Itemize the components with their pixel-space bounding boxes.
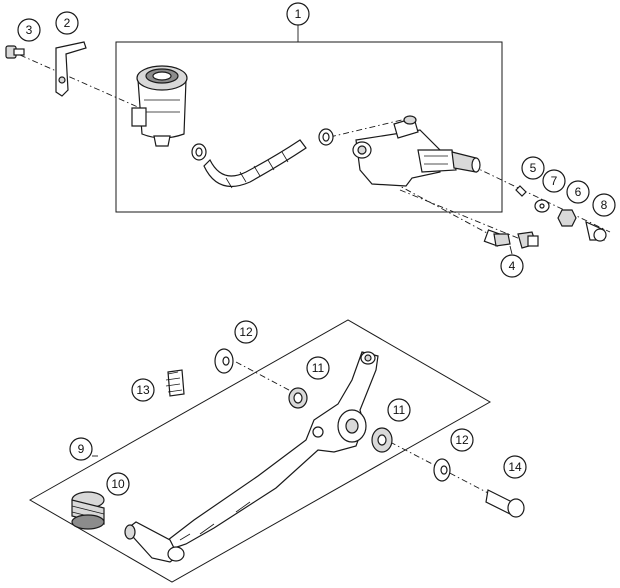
svg-text:1: 1 xyxy=(295,7,302,21)
svg-text:10: 10 xyxy=(111,477,125,491)
part-washer-12-lower xyxy=(433,458,451,482)
svg-text:7: 7 xyxy=(551,174,558,188)
axis-bracket-bolt xyxy=(19,54,141,109)
part-bolt-3 xyxy=(5,45,25,59)
svg-text:3: 3 xyxy=(26,23,33,37)
part-bushing-11-upper xyxy=(288,387,308,409)
part-washer-12-upper xyxy=(214,348,234,374)
axis-pushrod xyxy=(459,159,611,233)
part-bolt-14 xyxy=(485,489,525,518)
part-bolt-4a xyxy=(483,229,511,247)
svg-text:4: 4 xyxy=(509,259,516,273)
svg-text:6: 6 xyxy=(575,185,582,199)
callout-14: 14 xyxy=(503,455,527,479)
part-spring-13 xyxy=(165,369,185,397)
callout-13: 13 xyxy=(131,378,155,402)
part-hose-clip-left xyxy=(191,143,207,161)
part-nut-6 xyxy=(557,209,577,227)
callout-12-upper: 12 xyxy=(234,320,258,344)
part-pin-5 xyxy=(515,185,527,197)
callout-11-lower: 11 xyxy=(387,398,411,422)
part-rubber-10 xyxy=(71,491,105,530)
callout-1: 1 xyxy=(286,2,310,26)
svg-text:11: 11 xyxy=(393,403,406,417)
group-frame-master-cylinder xyxy=(115,41,503,213)
callout-2: 2 xyxy=(55,11,79,35)
callout-9: 9 xyxy=(69,437,93,461)
part-master-cylinder xyxy=(352,115,481,187)
svg-text:14: 14 xyxy=(508,460,522,474)
group-frame-brake-pedal xyxy=(28,319,492,583)
axis-bolt-a xyxy=(369,169,501,241)
part-reservoir xyxy=(131,65,188,147)
callout-6: 6 xyxy=(566,180,590,204)
callout-3: 3 xyxy=(17,18,41,42)
part-bushing-11-lower xyxy=(371,427,393,453)
leader-4 xyxy=(509,245,513,255)
part-bolt-4b xyxy=(517,231,539,249)
part-hose-clip-right xyxy=(318,128,334,146)
svg-text:13: 13 xyxy=(136,383,150,397)
part-brake-pedal-9 xyxy=(124,351,379,563)
part-washer-7 xyxy=(534,199,550,213)
part-hose xyxy=(203,139,307,189)
callout-7: 7 xyxy=(542,169,566,193)
svg-text:9: 9 xyxy=(78,442,85,456)
callout-4: 4 xyxy=(500,254,524,278)
brake-pedal-group xyxy=(28,319,525,583)
svg-text:5: 5 xyxy=(530,161,537,175)
svg-text:2: 2 xyxy=(64,16,71,30)
svg-text:8: 8 xyxy=(601,198,608,212)
callout-10: 10 xyxy=(106,472,130,496)
svg-text:11: 11 xyxy=(312,361,325,375)
svg-text:12: 12 xyxy=(239,325,253,339)
callout-12-lower: 12 xyxy=(450,428,474,452)
axis-hose xyxy=(329,117,411,138)
master-cylinder-group xyxy=(5,25,611,255)
part-bracket-2 xyxy=(55,41,87,97)
axis-bolt-b xyxy=(399,189,536,246)
callout-8: 8 xyxy=(592,193,616,217)
callout-11-upper: 11 xyxy=(306,356,330,380)
callout-5: 5 xyxy=(521,156,545,180)
svg-text:12: 12 xyxy=(455,433,469,447)
part-pin-8 xyxy=(585,220,607,242)
